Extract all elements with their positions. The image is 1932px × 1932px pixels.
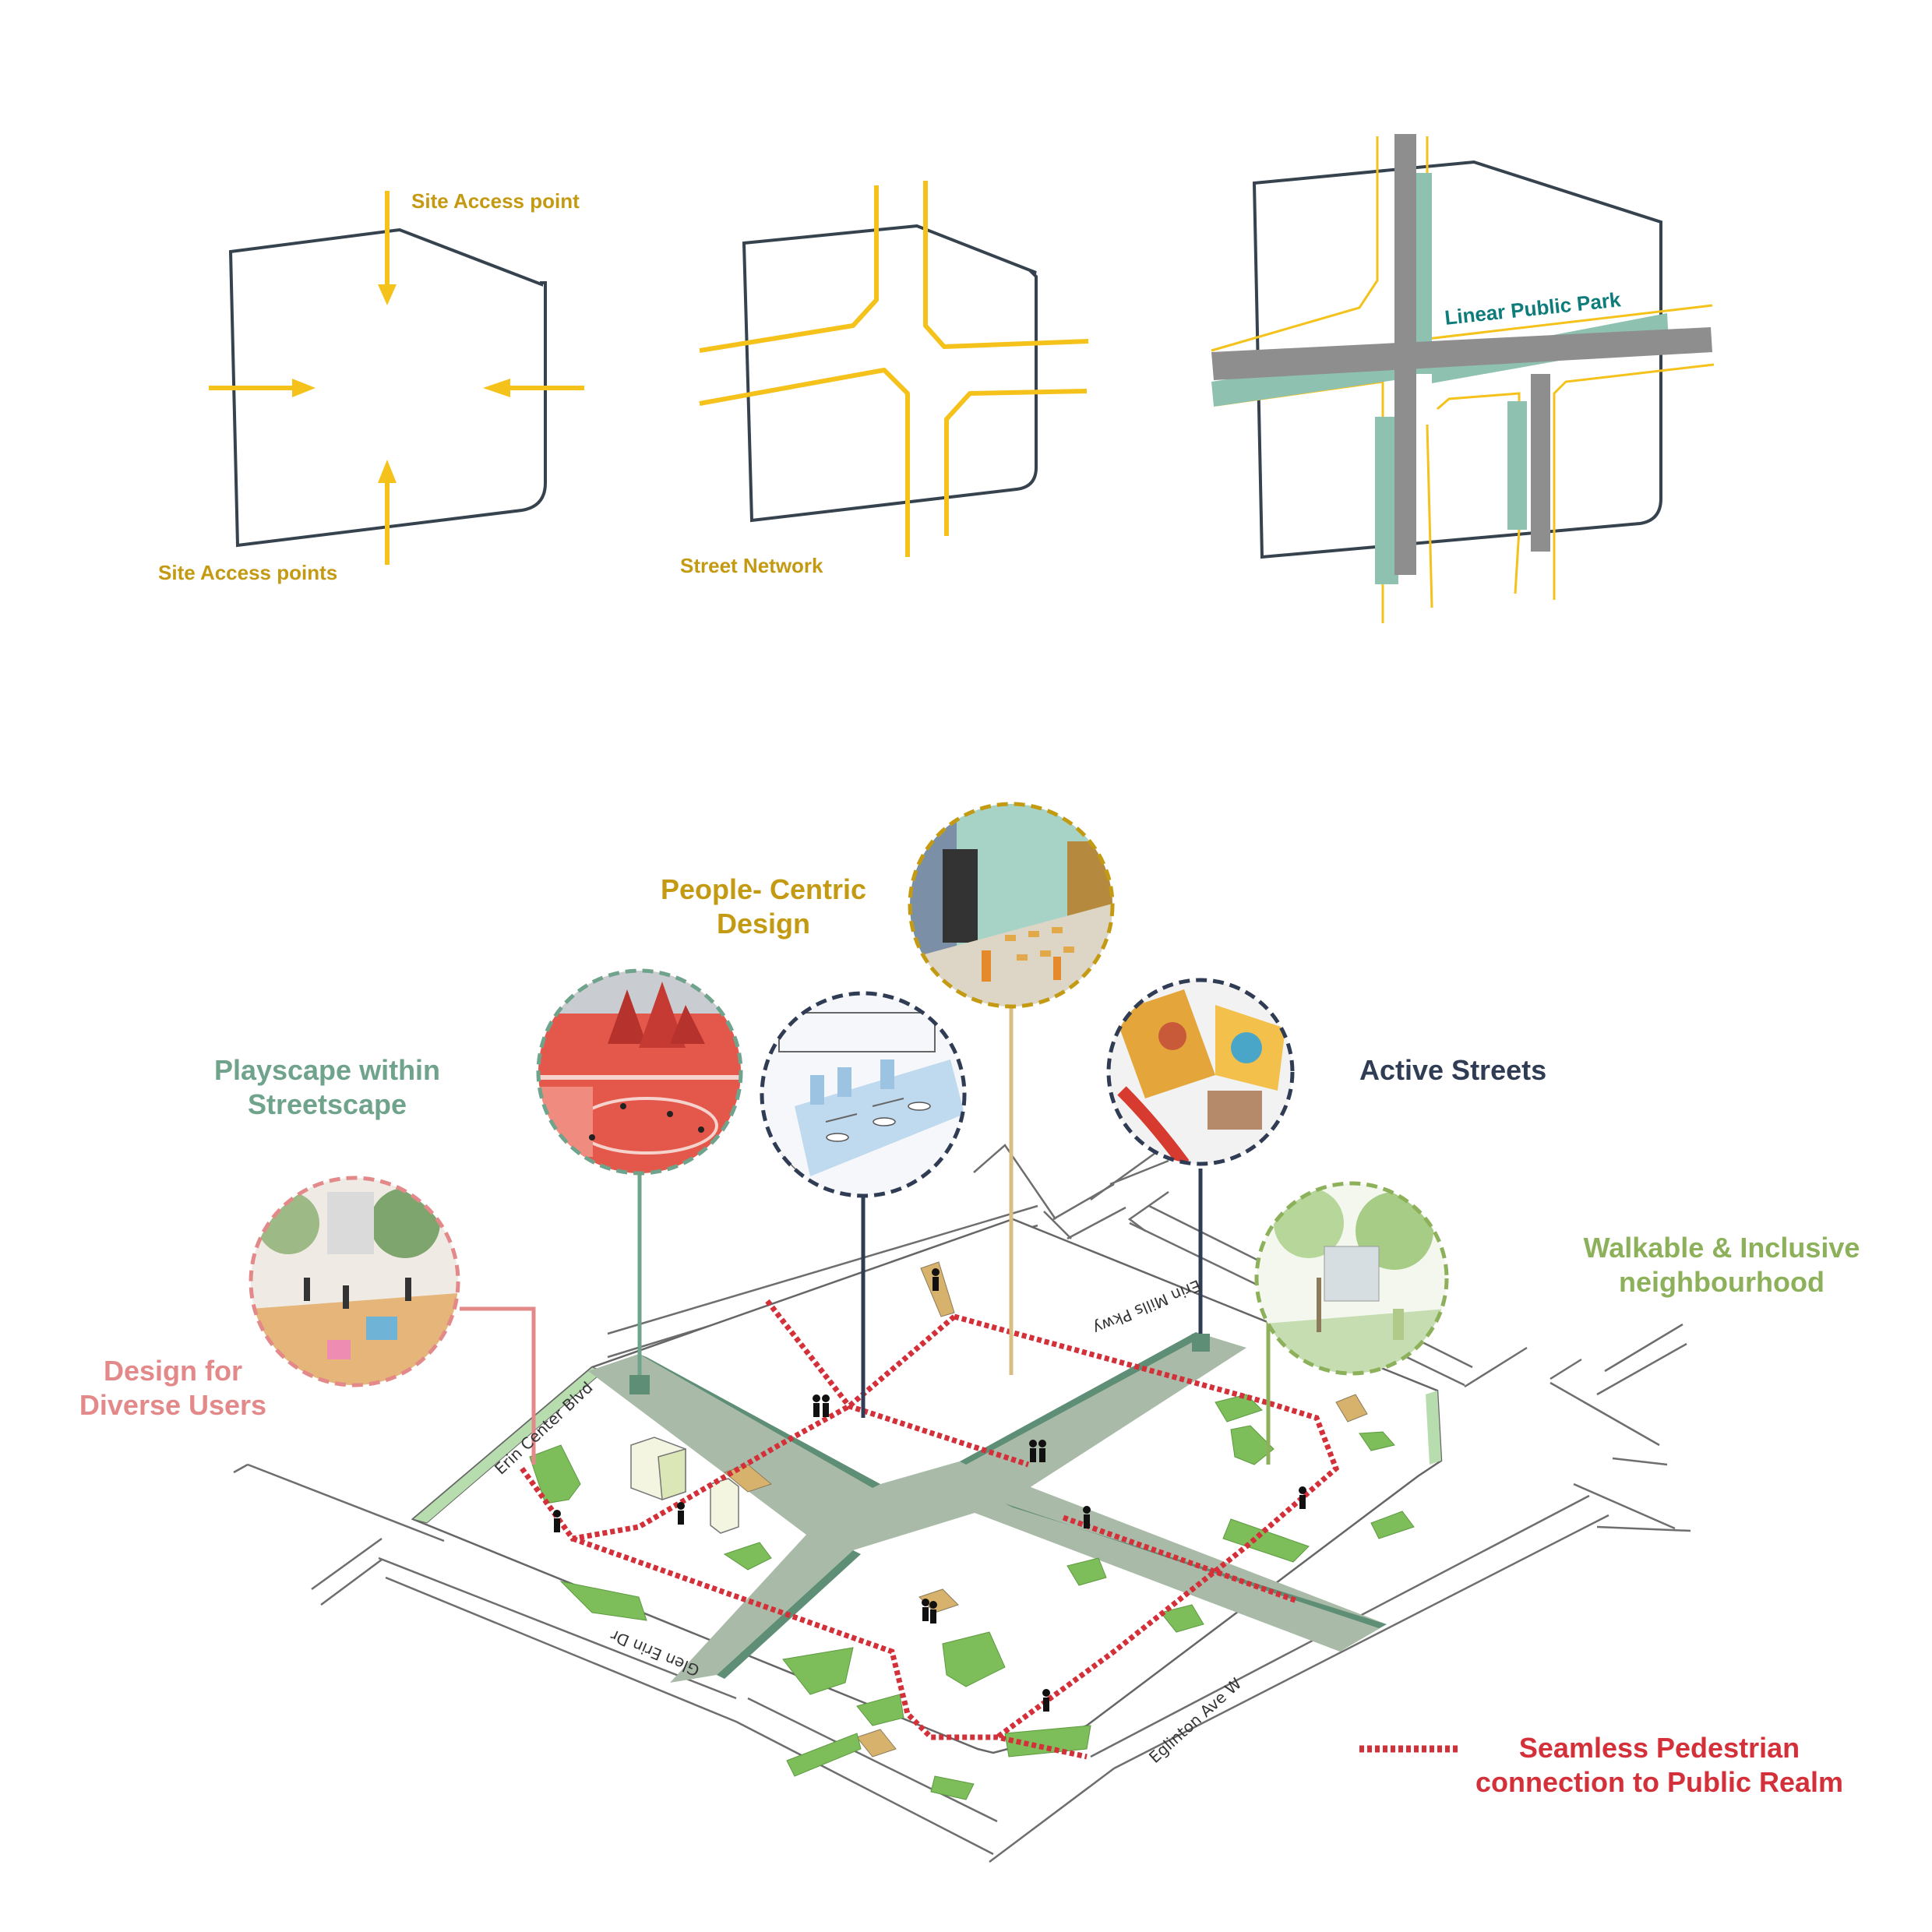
person-figure (553, 1510, 561, 1532)
person-figure (1042, 1689, 1050, 1712)
person-figure (922, 1599, 929, 1621)
diverse-users-label: Design for Diverse Users (56, 1354, 290, 1423)
street-outline (1597, 1324, 1687, 1394)
road-band (1531, 374, 1550, 552)
site-access-diagram (209, 191, 584, 565)
person-figure (1038, 1440, 1046, 1462)
site-access-bottom-label: Site Access points (158, 561, 337, 585)
access-arrow-left (209, 379, 316, 397)
seamless-legend-label: Seamless Pedestrian connection to Public… (1441, 1731, 1877, 1800)
street-line-thin (1427, 425, 1432, 608)
linear-park-diagram (1211, 134, 1714, 623)
access-arrow-top (378, 191, 397, 305)
street-line-thin (1217, 382, 1383, 623)
street-line (947, 391, 1087, 536)
walkable-label: Walkable & Inclusive neighbourhood (1558, 1231, 1885, 1299)
street-line-thin (1437, 393, 1519, 594)
person-figure (929, 1601, 937, 1624)
ground-stub (629, 1375, 650, 1394)
person-figure (813, 1394, 820, 1417)
park-strip (1507, 401, 1527, 530)
active-streets-label: Active Streets (1359, 1053, 1570, 1088)
green-patch (1371, 1511, 1414, 1539)
street-line-thin (1211, 136, 1377, 351)
green-patch (931, 1776, 974, 1800)
green-patch (787, 1733, 861, 1776)
street-line (925, 181, 1088, 347)
people-centric-label: People- Centric Design (639, 873, 888, 941)
ground-stub (1192, 1334, 1210, 1352)
person-figure (1299, 1486, 1306, 1509)
person-figure (1029, 1440, 1037, 1462)
street-network-label: Street Network (680, 554, 823, 578)
person-figure (1083, 1506, 1091, 1528)
access-arrow-right (483, 379, 584, 397)
street-line (700, 185, 876, 351)
person-figure (822, 1394, 830, 1417)
playscape-label: Playscape within Streetscape (187, 1053, 467, 1122)
site-access-top-label: Site Access point (411, 189, 580, 213)
building (658, 1449, 686, 1500)
building (710, 1479, 739, 1533)
street-line (700, 370, 908, 557)
pedestrian-path (857, 1729, 896, 1757)
street-line-thin (1554, 365, 1714, 600)
person-figure (932, 1268, 940, 1291)
person-figure (677, 1502, 685, 1525)
street-network-diagram (700, 181, 1088, 557)
access-arrow-bottom (378, 460, 397, 565)
